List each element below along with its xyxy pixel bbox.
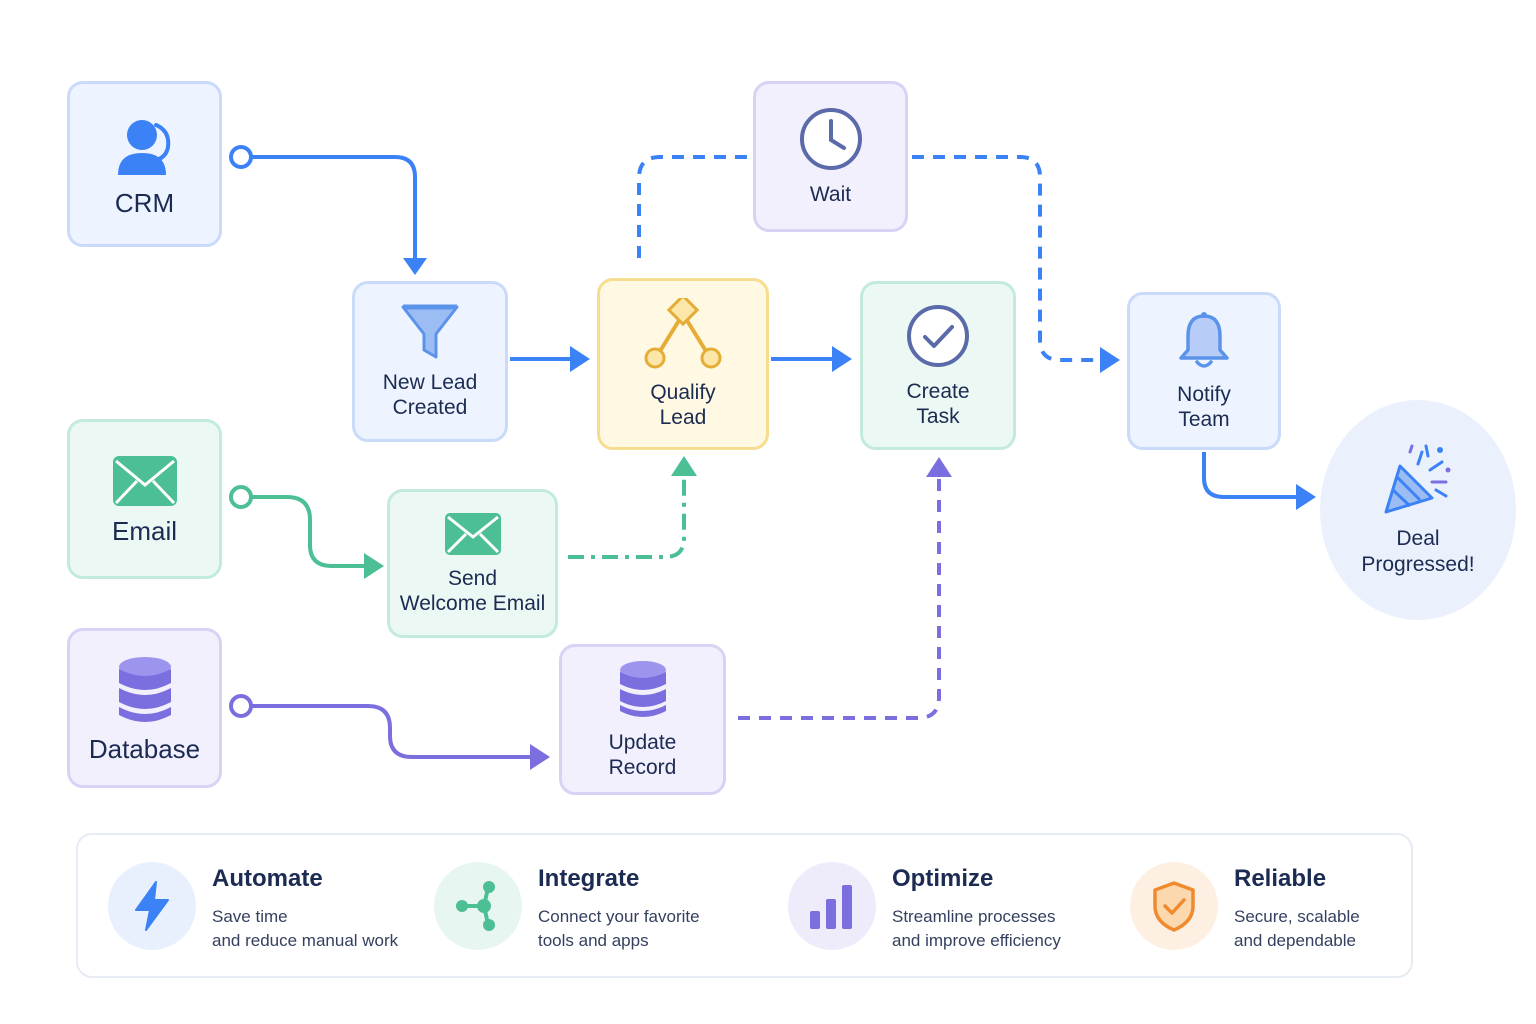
feature-title: Automate: [212, 865, 323, 892]
feature-description: Streamline processes and improve efficie…: [892, 907, 1061, 950]
network-icon: [456, 881, 495, 931]
feature-integrate: Integrate Connect your favorite tools an…: [434, 835, 754, 980]
features-panel: Automate Save time and reduce manual wor…: [76, 833, 1413, 978]
feature-automate: Automate Save time and reduce manual wor…: [108, 835, 408, 980]
clock-icon: [799, 108, 862, 170]
user-headset-icon: [117, 119, 170, 175]
bar-chart-icon: [810, 885, 852, 929]
node-wait[interactable]: Wait: [753, 81, 908, 232]
node-label: New Lead Created: [382, 370, 478, 419]
feature-description: Save time and reduce manual work: [212, 907, 399, 950]
feature-title: Reliable: [1234, 865, 1327, 892]
node-database[interactable]: Database: [67, 628, 222, 788]
feature-icon-circle: [788, 862, 876, 950]
node-label: Update Record: [608, 730, 677, 779]
node-label: Notify Team: [1177, 383, 1231, 431]
node-deal-progressed[interactable]: Deal Progressed!: [1320, 400, 1516, 620]
node-label: Create Task: [906, 379, 970, 428]
branch-icon: [644, 298, 722, 369]
node-notify-team[interactable]: Notify Team: [1127, 292, 1281, 450]
feature-icon-circle: [1130, 862, 1218, 950]
funnel-icon: [401, 304, 459, 358]
feature-title: Integrate: [538, 865, 640, 892]
node-qualify-lead[interactable]: Qualify Lead: [597, 278, 769, 450]
edge-update-record-to-create-task: [738, 475, 941, 720]
feature-description: Connect your favorite tools and apps: [538, 907, 700, 950]
edge-crm-to-new-lead: [252, 155, 417, 262]
connector-port-database: [229, 694, 253, 718]
database-icon: [619, 660, 666, 717]
node-label: Database: [88, 733, 201, 764]
feature-optimize: Optimize Streamline processes and improv…: [788, 835, 1108, 980]
edge-notify-to-deal: [1202, 452, 1298, 499]
envelope-icon: [112, 455, 177, 506]
connector-port-email: [229, 485, 253, 509]
shield-check-icon: [1153, 881, 1195, 932]
envelope-icon: [444, 512, 501, 555]
database-icon: [118, 656, 171, 722]
check-circle-icon: [907, 304, 969, 367]
node-label: Email: [111, 515, 177, 546]
node-email[interactable]: Email: [67, 419, 222, 579]
feature-description: Secure, scalable and dependable: [1234, 907, 1360, 950]
edge-send-email-to-qualify: [568, 474, 686, 559]
lightning-icon: [135, 881, 169, 931]
node-crm[interactable]: CRM: [67, 81, 222, 247]
node-label: Send Welcome Email: [399, 566, 546, 615]
edge-email-to-send-email: [252, 495, 368, 568]
node-label: Wait: [809, 183, 852, 206]
node-label: CRM: [114, 187, 175, 218]
edge-database-to-update-record: [252, 704, 533, 759]
node-create-task[interactable]: Create Task: [860, 281, 1016, 450]
edge-qualify-to-wait: [637, 155, 752, 258]
connector-port-crm: [229, 145, 253, 169]
feature-icon-circle: [108, 862, 196, 950]
feature-title: Optimize: [892, 865, 994, 892]
node-update-record[interactable]: Update Record: [559, 644, 726, 795]
feature-icon-circle: [434, 862, 522, 950]
node-new-lead-created[interactable]: New Lead Created: [352, 281, 508, 442]
bell-icon: [1179, 312, 1229, 368]
node-label: Deal Progressed!: [1361, 527, 1475, 576]
node-send-welcome-email[interactable]: Send Welcome Email: [387, 489, 558, 638]
party-popper-icon: [1384, 444, 1451, 514]
feature-reliable: Reliable Secure, scalable and dependable: [1130, 835, 1400, 980]
node-label: Qualify Lead: [650, 381, 716, 429]
